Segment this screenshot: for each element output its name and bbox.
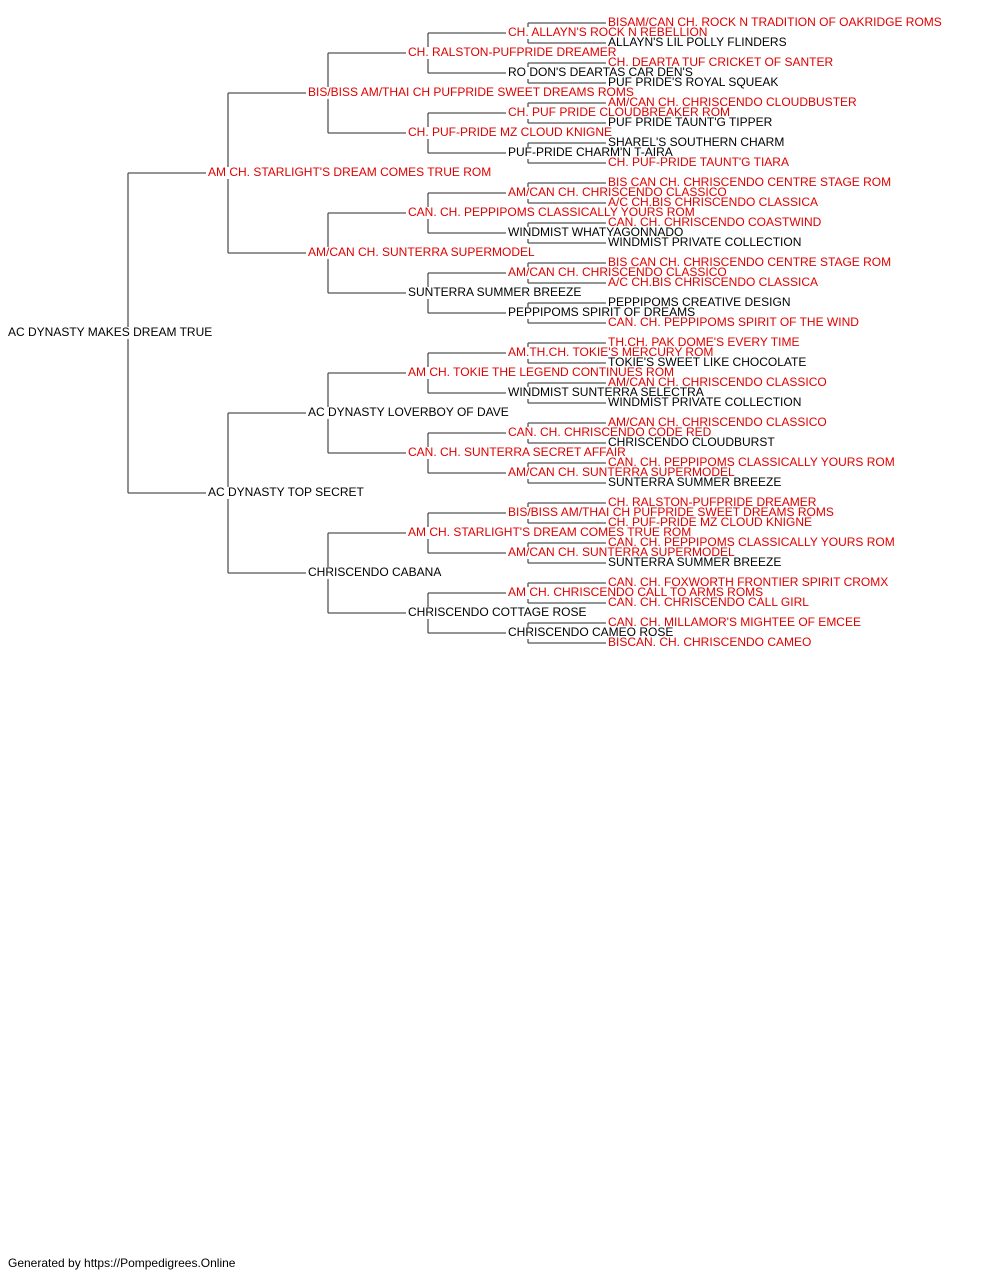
ancestor-name-gen5: PEPPIPOMS CREATIVE DESIGN: [608, 295, 790, 309]
ancestor-name-gen5: CH. DEARTA TUF CRICKET OF SANTER: [608, 55, 833, 69]
ancestor-name-gen5: SUNTERRA SUMMER BREEZE: [608, 475, 781, 489]
ancestor-name-gen5: SHAREL'S SOUTHERN CHARM: [608, 135, 784, 149]
ancestor-name-gen4: PEPPIPOMS SPIRIT OF DREAMS: [508, 305, 695, 319]
ancestor-name-gen2: AC DYNASTY LOVERBOY OF DAVE: [308, 405, 509, 419]
ancestor-name-gen5: WINDMIST PRIVATE COLLECTION: [608, 395, 801, 409]
ancestor-name-gen5: CAN. CH. PEPPIPOMS CLASSICALLY YOURS ROM: [608, 455, 895, 469]
ancestor-name-gen5: ALLAYN'S LIL POLLY FLINDERS: [608, 35, 787, 49]
ancestor-name-gen3: SUNTERRA SUMMER BREEZE: [408, 285, 581, 299]
ancestor-name-gen5: TOKIE'S SWEET LIKE CHOCOLATE: [608, 355, 806, 369]
ancestor-name-gen5: CH. PUF-PRIDE MZ CLOUD KNIGNE: [608, 515, 812, 529]
ancestor-name-gen3: CAN. CH. SUNTERRA SECRET AFFAIR: [408, 445, 626, 459]
ancestor-name-gen5: AM/CAN CH. CHRISCENDO CLASSICO: [608, 375, 827, 389]
ancestor-name-gen4: CAN. CH. CHRISCENDO CODE RED: [508, 425, 712, 439]
subject-dog-name: AC DYNASTY MAKES DREAM TRUE: [8, 325, 212, 339]
ancestor-name-gen4: RO DON'S DEARTAS CAR DEN'S: [508, 65, 693, 79]
ancestor-name-gen3: CH. PUF-PRIDE MZ CLOUD KNIGNE: [408, 125, 612, 139]
ancestor-name-gen1: AC DYNASTY TOP SECRET: [208, 485, 364, 499]
ancestor-name-gen3: CHRISCENDO COTTAGE ROSE: [408, 605, 586, 619]
ancestor-name-gen5: BIS CAN CH. CHRISCENDO CENTRE STAGE ROM: [608, 255, 891, 269]
ancestor-name-gen4: WINDMIST SUNTERRA SELECTRA: [508, 385, 704, 399]
ancestor-name-gen5: CAN. CH. FOXWORTH FRONTIER SPIRIT CROMX: [608, 575, 888, 589]
ancestor-name-gen5: CAN. CH. PEPPIPOMS CLASSICALLY YOURS ROM: [608, 535, 895, 549]
ancestor-name-gen5: CH. PUF-PRIDE TAUNT'G TIARA: [608, 155, 789, 169]
footer-credit: Generated by https://Pompedigrees.Online: [8, 1256, 236, 1270]
ancestor-name-gen2: BIS/BISS AM/THAI CH PUFPRIDE SWEET DREAM…: [308, 85, 634, 99]
ancestor-name-gen5: CAN. CH. MILLAMOR'S MIGHTEE OF EMCEE: [608, 615, 861, 629]
ancestor-name-gen5: SUNTERRA SUMMER BREEZE: [608, 555, 781, 569]
ancestor-name-gen5: CAN. CH. CHRISCENDO CALL GIRL: [608, 595, 809, 609]
ancestor-name-gen5: BISCAN. CH. CHRISCENDO CAMEO: [608, 635, 811, 649]
ancestor-name-gen3: AM CH. STARLIGHT'S DREAM COMES TRUE ROM: [408, 525, 691, 539]
ancestor-name-gen5: CAN. CH. PEPPIPOMS SPIRIT OF THE WIND: [608, 315, 859, 329]
ancestor-name-gen3: CAN. CH. PEPPIPOMS CLASSICALLY YOURS ROM: [408, 205, 695, 219]
ancestor-name-gen5: CAN. CH. CHRISCENDO COASTWIND: [608, 215, 822, 229]
ancestor-name-gen5: AM/CAN CH. CHRISCENDO CLASSICO: [608, 415, 827, 429]
ancestor-name-gen4: BIS/BISS AM/THAI CH PUFPRIDE SWEET DREAM…: [508, 505, 834, 519]
ancestor-name-gen4: AM/CAN CH. SUNTERRA SUPERMODEL: [508, 465, 735, 479]
ancestor-name-gen5: BIS CAN CH. CHRISCENDO CENTRE STAGE ROM: [608, 175, 891, 189]
ancestor-name-gen5: PUF PRIDE'S ROYAL SQUEAK: [608, 75, 778, 89]
ancestor-name-gen5: A/C CH.BIS CHRISCENDO CLASSICA: [608, 275, 818, 289]
ancestor-name-gen4: AM/CAN CH. CHRISCENDO CLASSICO: [508, 265, 727, 279]
ancestor-name-gen4: AM.TH.CH. TOKIE'S MERCURY ROM: [508, 345, 713, 359]
ancestor-name-gen2: AM/CAN CH. SUNTERRA SUPERMODEL: [308, 245, 535, 259]
ancestor-name-gen5: PUF PRIDE TAUNT'G TIPPER: [608, 115, 773, 129]
ancestor-name-gen5: BISAM/CAN CH. ROCK N TRADITION OF OAKRID…: [608, 15, 942, 29]
ancestor-name-gen3: CH. RALSTON-PUFPRIDE DREAMER: [408, 45, 617, 59]
ancestor-name-gen4: AM/CAN CH. CHRISCENDO CLASSICO: [508, 185, 727, 199]
ancestor-name-gen4: CH. ALLAYN'S ROCK N REBELLION: [508, 25, 707, 39]
ancestor-name-gen4: PUF-PRIDE CHARM'N T-AIRA: [508, 145, 673, 159]
ancestor-name-gen5: CH. RALSTON-PUFPRIDE DREAMER: [608, 495, 817, 509]
ancestor-name-gen4: CHRISCENDO CAMEO ROSE: [508, 625, 673, 639]
ancestor-name-gen4: WINDMIST WHATYAGONNADO: [508, 225, 683, 239]
ancestor-name-gen5: CHRISCENDO CLOUDBURST: [608, 435, 775, 449]
ancestor-name-gen1: AM CH. STARLIGHT'S DREAM COMES TRUE ROM: [208, 165, 491, 179]
ancestor-name-gen3: AM CH. TOKIE THE LEGEND CONTINUES ROM: [408, 365, 674, 379]
ancestor-name-gen5: AM/CAN CH. CHRISCENDO CLOUDBUSTER: [608, 95, 857, 109]
ancestor-name-gen4: CH. PUF PRIDE CLOUDBREAKER ROM: [508, 105, 730, 119]
ancestor-name-gen2: CHRISCENDO CABANA: [308, 565, 441, 579]
ancestor-name-gen5: A/C CH.BIS CHRISCENDO CLASSICA: [608, 195, 818, 209]
ancestor-name-gen5: TH.CH. PAK DOME'S EVERY TIME: [608, 335, 799, 349]
ancestor-name-gen4: AM/CAN CH. SUNTERRA SUPERMODEL: [508, 545, 735, 559]
ancestor-name-gen5: WINDMIST PRIVATE COLLECTION: [608, 235, 801, 249]
ancestor-name-gen4: AM CH. CHRISCENDO CALL TO ARMS ROMS: [508, 585, 763, 599]
